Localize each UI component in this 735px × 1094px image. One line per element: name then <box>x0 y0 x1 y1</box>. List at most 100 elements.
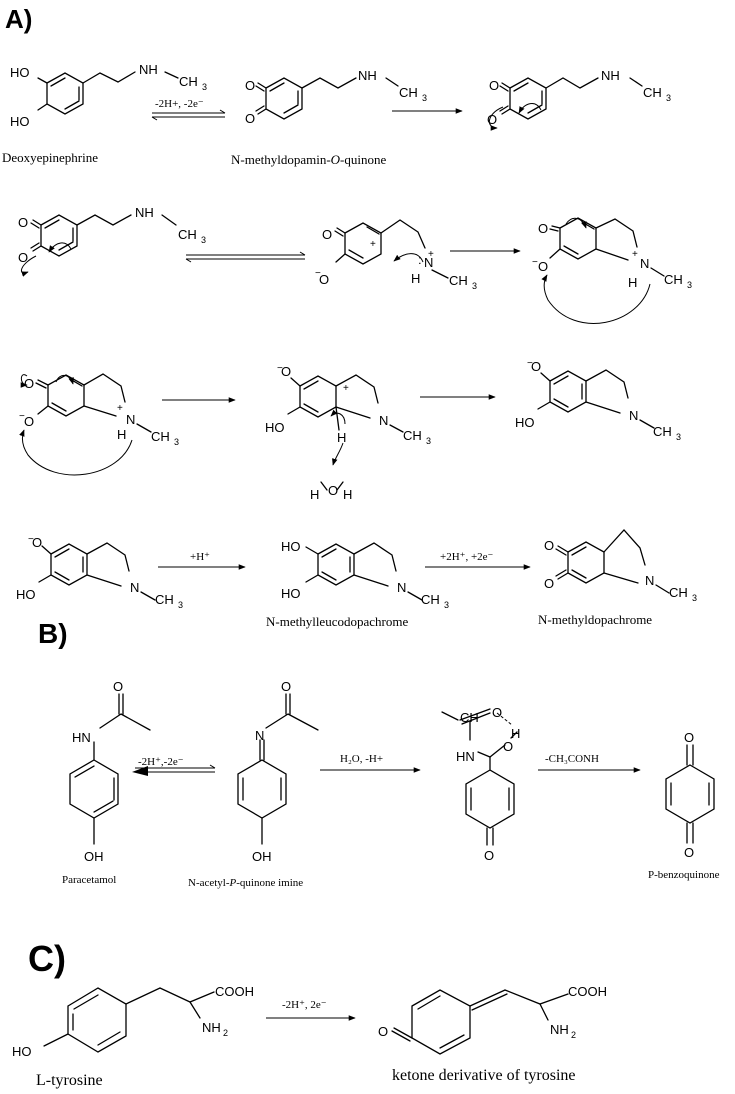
atom-label: HO <box>12 1044 32 1059</box>
atom-label: CH <box>421 592 440 607</box>
atom-label: NH <box>135 205 154 220</box>
atom-label: NH <box>139 62 158 77</box>
atom-label: O <box>24 376 34 391</box>
compound-name-n-methyldopachrome: N-methyldopachrome <box>538 612 652 627</box>
atom-label: CH <box>669 585 688 600</box>
n-methylleucodopachrome-structure: HO HO N CH 3 <box>281 539 449 610</box>
atom-label: O <box>18 215 28 230</box>
atom-subscript: 3 <box>201 235 206 245</box>
compound-name-n-methylleucodopachrome: N-methylleucodopachrome <box>266 614 408 629</box>
atom-label: OH <box>252 849 272 864</box>
compound-name-deoxyepinephrine: Deoxyepinephrine <box>2 150 98 165</box>
atom-label: O <box>489 78 499 93</box>
atom-label: O <box>684 845 694 860</box>
atom-label: HO <box>10 65 30 80</box>
charge-plus: + <box>343 383 349 394</box>
atom-label: O <box>538 221 548 236</box>
condition-oxidation: -2H+, -2e⁻ <box>155 98 204 110</box>
condition-c-oxidation: -2H⁺, 2e⁻ <box>282 999 327 1011</box>
atom-subscript: 3 <box>692 593 697 603</box>
charge-minus: − <box>532 257 538 268</box>
atom-label: N <box>645 573 654 588</box>
condition-b-oxidation: -2H⁺,-2e⁻ <box>138 756 184 768</box>
atom-label: O <box>544 538 554 553</box>
equilibrium-arrow <box>132 764 216 776</box>
atom-label: H <box>411 271 420 286</box>
tyrosine-ketone-structure: O COOH NH 2 <box>378 984 607 1055</box>
atom-label: HO <box>265 420 285 435</box>
atom-label: CH <box>664 272 683 287</box>
charge-minus: − <box>315 268 321 279</box>
quinone-repeat-structure: O O NH CH 3 <box>18 205 206 277</box>
compound-name-p-benzoquinone: P-benzoquinone <box>648 869 720 881</box>
atom-label: O <box>484 848 494 863</box>
atom-subscript: 3 <box>666 93 671 103</box>
atom-label: CH <box>155 592 174 607</box>
atom-label: O <box>378 1024 388 1039</box>
atom-label: O <box>503 739 513 754</box>
charge-plus: + <box>632 249 638 260</box>
atom-label: HO <box>10 114 30 129</box>
atom-subscript: 2 <box>223 1028 228 1038</box>
atom-label: O <box>113 679 123 694</box>
charge-minus: − <box>19 411 25 422</box>
atom-label: H <box>343 487 352 502</box>
phenolate-indoline-structure: O − HO N CH 3 <box>515 358 681 442</box>
atom-label: N <box>629 408 638 423</box>
condition-reduction: +2H⁺, +2e⁻ <box>440 551 494 563</box>
atom-label: CH <box>403 428 422 443</box>
cyclized-ammonium-structure: O O − N + H CH 3 <box>532 217 692 324</box>
atom-label: CH <box>399 85 418 100</box>
charge-plus: + <box>370 239 376 250</box>
atom-label: CH <box>178 227 197 242</box>
charge-minus: − <box>28 534 34 545</box>
equilibrium-arrow <box>185 251 306 263</box>
atom-subscript: 3 <box>676 432 681 442</box>
atom-label: O <box>487 112 497 127</box>
atom-subscript: 3 <box>202 82 207 92</box>
atom-subscript: 3 <box>687 280 692 290</box>
atom-label: H <box>628 275 637 290</box>
atom-label: N <box>255 728 264 743</box>
compound-name-paracetamol: Paracetamol <box>62 874 116 886</box>
condition-b-hydration: H₂O, -H+ <box>340 753 383 765</box>
atom-subscript: 2 <box>571 1030 576 1040</box>
n-methyldopachrome-structure: O O N CH 3 <box>544 529 697 603</box>
paracetamol-structure: O HN OH <box>69 679 151 864</box>
atom-label: O <box>328 483 338 498</box>
atom-label: O <box>319 272 329 287</box>
atom-label: HO <box>515 415 535 430</box>
atom-label: N <box>130 580 139 595</box>
condition-b-elimination: -CH₃CONH <box>545 753 599 765</box>
atom-label: H <box>117 427 126 442</box>
atom-label: N <box>397 580 406 595</box>
atom-label: CH <box>449 273 468 288</box>
carbocation-water-structure: + O − HO H N CH 3 H O H <box>265 363 431 502</box>
atom-label: O <box>245 78 255 93</box>
atom-label: NH <box>550 1022 569 1037</box>
atom-label: O <box>492 705 502 720</box>
hemiaminal-intermediate-structure: O CH HN H O O <box>441 705 520 863</box>
atom-label: O <box>544 576 554 591</box>
atom-subscript: 3 <box>422 93 427 103</box>
charge-plus: + <box>117 403 123 414</box>
lone-pair: : <box>418 252 422 267</box>
compound-name-quinone: N-methyldopamin-O-quinone <box>231 152 386 167</box>
panel-label-c: C) <box>28 938 66 979</box>
atom-label: O <box>281 679 291 694</box>
compound-name-l-tyrosine: L-tyrosine <box>36 1072 103 1089</box>
charge-plus: + <box>428 249 434 260</box>
atom-label: HO <box>281 539 301 554</box>
l-tyrosine-structure: COOH NH 2 HO <box>12 984 254 1059</box>
atom-label: N <box>424 255 433 270</box>
atom-label: N <box>379 413 388 428</box>
panel-label-b: B) <box>38 618 68 649</box>
cyclized-ammonium-repeat-structure: O O − N + H CH 3 <box>19 373 179 476</box>
atom-subscript: 3 <box>472 281 477 291</box>
atom-label: N <box>126 412 135 427</box>
atom-subscript: 3 <box>426 436 431 446</box>
atom-subscript: 3 <box>178 600 183 610</box>
quinone-electron-push-structure: O O NH CH 3 <box>487 68 671 131</box>
atom-label: NH <box>601 68 620 83</box>
